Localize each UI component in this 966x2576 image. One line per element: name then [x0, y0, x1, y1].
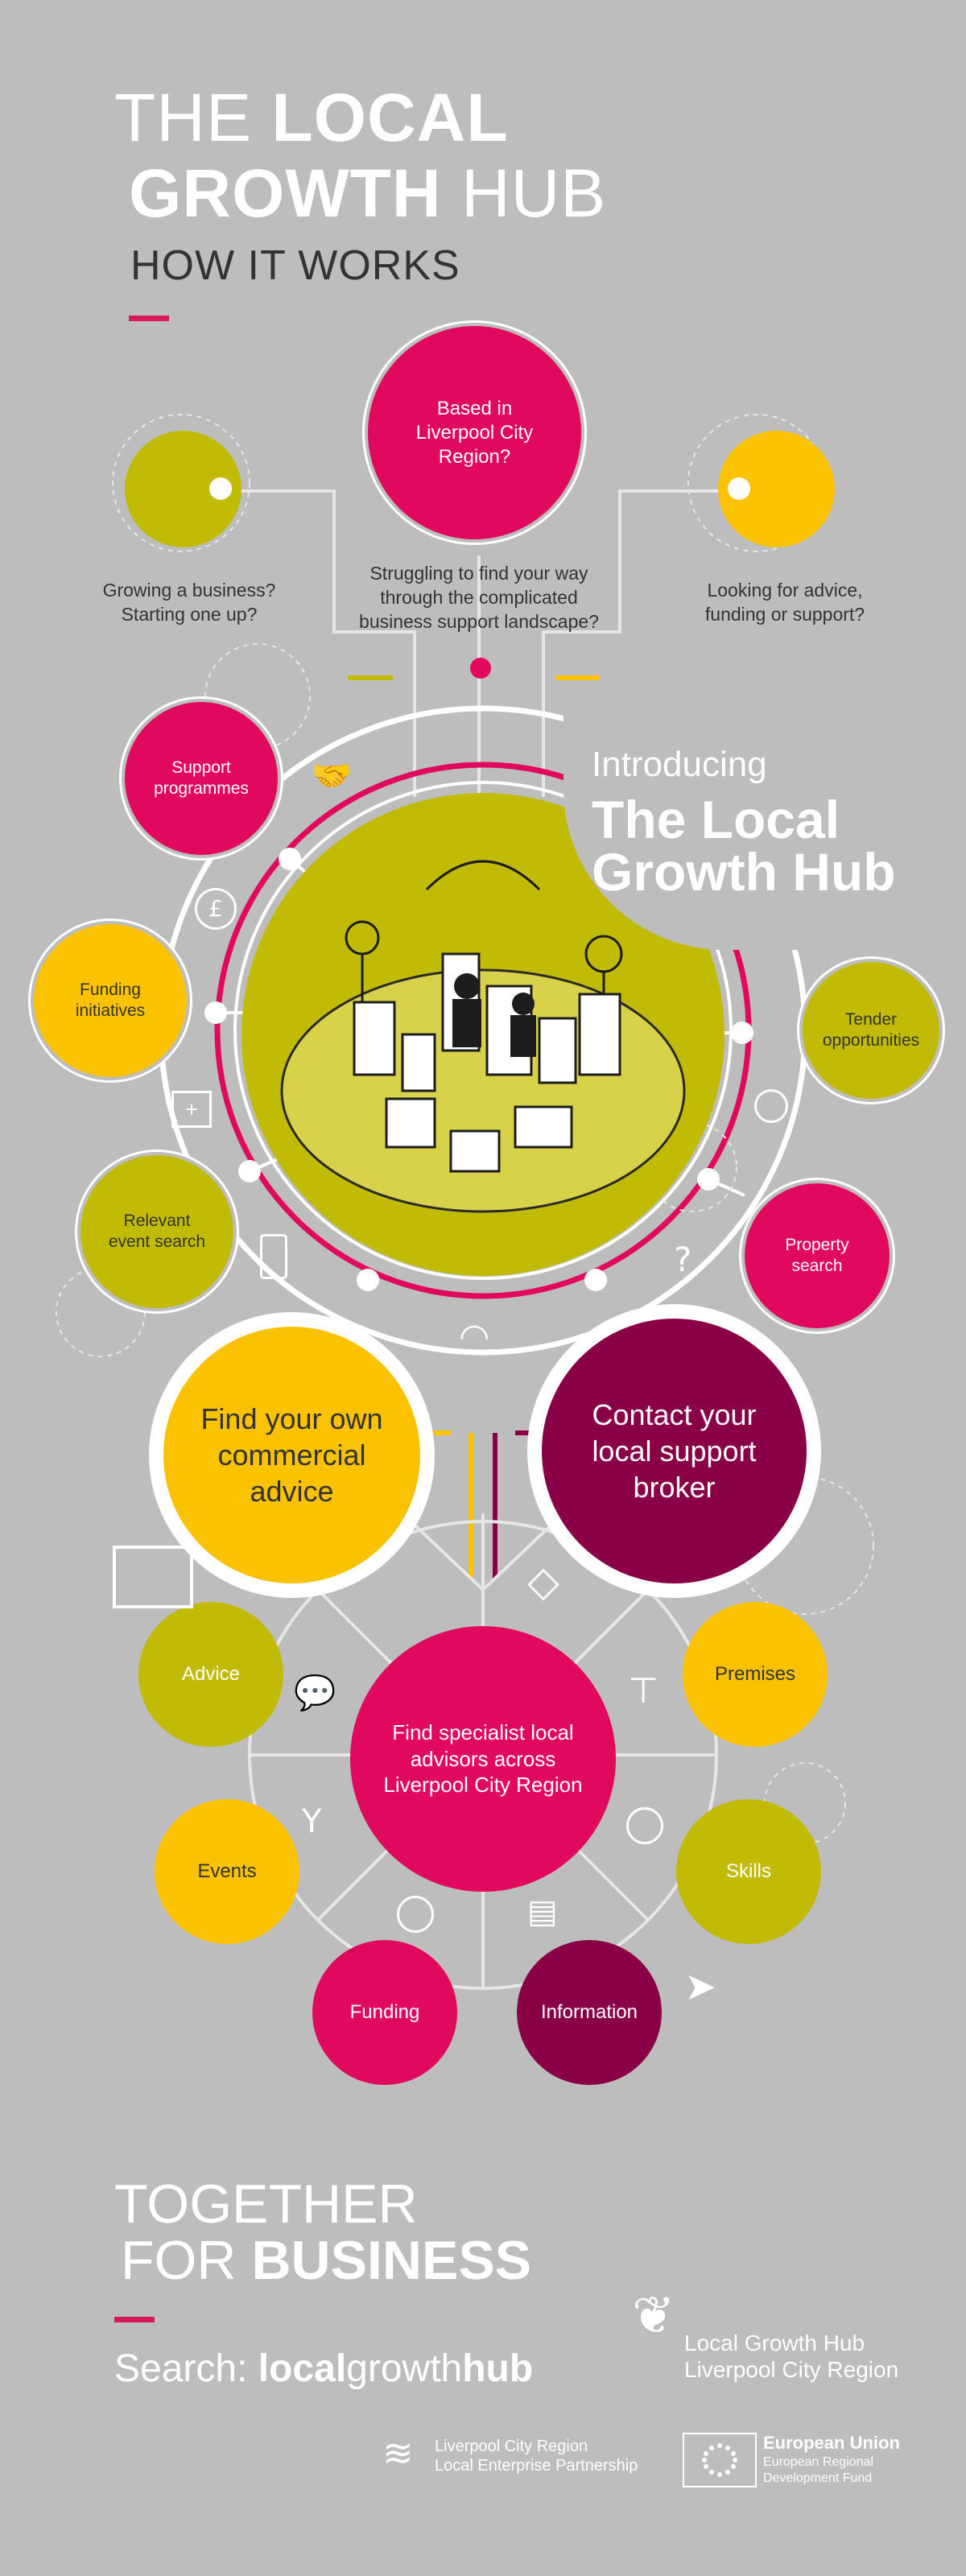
page-subtitle: HOW IT WORKS: [130, 242, 460, 289]
crane-icon: ⊤: [628, 1670, 659, 1711]
calendar-icon: +: [171, 1091, 212, 1128]
paper-plane-icon: ➤: [684, 1964, 717, 2009]
lgh-logo-mark-icon: ❦: [632, 2286, 675, 2346]
cocktail-icon: Y: [302, 1803, 322, 1840]
support-programmes-circle[interactable]: Support programmes: [125, 702, 278, 855]
title-growth: GROWTH: [129, 155, 442, 231]
award-icon: [626, 1807, 663, 1844]
intro-cutout: [564, 708, 902, 950]
intro-title-line1: The Local: [592, 790, 840, 849]
intro-title-line2: Growth Hub: [592, 842, 896, 902]
caption-struggling: Struggling to find your way through the …: [359, 563, 599, 632]
find-own-advice-inner: Find your own commercial advice: [163, 1327, 420, 1583]
pound-icon: £: [195, 888, 237, 930]
for-word: FOR: [121, 2230, 237, 2291]
white-node-icon: [209, 477, 232, 500]
pie-chart-icon: [397, 1896, 434, 1933]
speech-frame-icon: [113, 1546, 193, 1608]
together-word: TOGETHER: [114, 2174, 418, 2235]
white-node-icon: [728, 477, 750, 500]
lgh-logo-line1: Local Growth Hub: [684, 2330, 865, 2355]
event-search-circle[interactable]: Relevant event search: [80, 1155, 233, 1308]
wifi-icon: ◠: [459, 1316, 490, 1357]
funding-circle[interactable]: Funding: [312, 1940, 457, 2085]
business-word: BUSINESS: [251, 2230, 532, 2291]
handshake-icon: 🤝: [312, 758, 352, 794]
eu-flag-icon: [683, 2433, 757, 2487]
lep-line2: Local Enterprise Partnership: [435, 2457, 638, 2475]
contact-broker-circle[interactable]: Contact your local support broker: [527, 1304, 821, 1598]
information-circle[interactable]: Information: [517, 1940, 662, 2085]
find-own-advice-circle[interactable]: Find your own commercial advice: [149, 1312, 435, 1598]
caption-growing: Growing a business? Starting one up?: [102, 580, 276, 625]
eu-line3: Development Fund: [763, 2471, 873, 2485]
title-line-1: THE LOCAL: [114, 80, 509, 155]
title-line-2: GROWTH HUB: [129, 156, 606, 230]
title-local: LOCAL: [271, 80, 509, 155]
title-the: THE: [114, 80, 252, 155]
caption-looking: Looking for advice, funding or support?: [704, 580, 865, 625]
funding-initiatives-circle[interactable]: Funding initiatives: [34, 924, 187, 1077]
search-local: local: [258, 2347, 347, 2390]
events-circle[interactable]: Events: [155, 1799, 299, 1944]
eu-stars-icon: [702, 2443, 737, 2477]
header-accent-bar: [129, 316, 169, 321]
connector-lines: [56, 414, 874, 1990]
looking-for-advice-dot: [718, 431, 835, 547]
growing-business-dot: [125, 431, 242, 547]
footer-accent-bar: [114, 2317, 155, 2322]
eu-line2: European Regional: [763, 2455, 873, 2469]
eu-line1: European Union: [763, 2433, 900, 2453]
book-icon: ▤: [527, 1893, 558, 1930]
cube-icon: ◇: [527, 1558, 559, 1606]
property-search-circle[interactable]: Property search: [745, 1183, 890, 1328]
contact-broker-inner: Contact your local support broker: [542, 1319, 807, 1583]
search-hub: hub: [462, 2347, 534, 2390]
lep-line1: Liverpool City Region: [435, 2438, 588, 2455]
help-bubble-icon: ?: [674, 1240, 692, 1279]
mobile-phone-icon: [260, 1234, 287, 1279]
advice-circle[interactable]: Advice: [138, 1602, 283, 1747]
specialist-advisors-circle[interactable]: Find specialist local advisors across Li…: [350, 1626, 616, 1892]
skills-circle[interactable]: Skills: [676, 1799, 821, 1944]
tender-opportunities-circle[interactable]: Tender opportunities: [803, 962, 939, 1099]
search-label: Search:: [114, 2347, 248, 2390]
lep-logo-icon: ≋: [382, 2431, 414, 2475]
lgh-logo-line2: Liverpool City Region: [684, 2357, 899, 2382]
search-icon: [754, 1089, 788, 1123]
together-line-2: FOR BUSINESS: [121, 2230, 531, 2291]
together-line-1: TOGETHER: [114, 2174, 418, 2235]
chat-bubbles-icon: 💬: [294, 1673, 336, 1712]
title-hub: HUB: [460, 155, 607, 231]
city-illustration-icon: [280, 860, 686, 1213]
intro-introducing: Introducing: [592, 745, 767, 784]
premises-circle[interactable]: Premises: [683, 1602, 828, 1747]
search-growth: growth: [346, 2347, 463, 2390]
based-in-liverpool-circle: Based in Liverpool City Region?: [368, 326, 581, 539]
search-line: Search: localgrowthhub: [114, 2347, 533, 2391]
